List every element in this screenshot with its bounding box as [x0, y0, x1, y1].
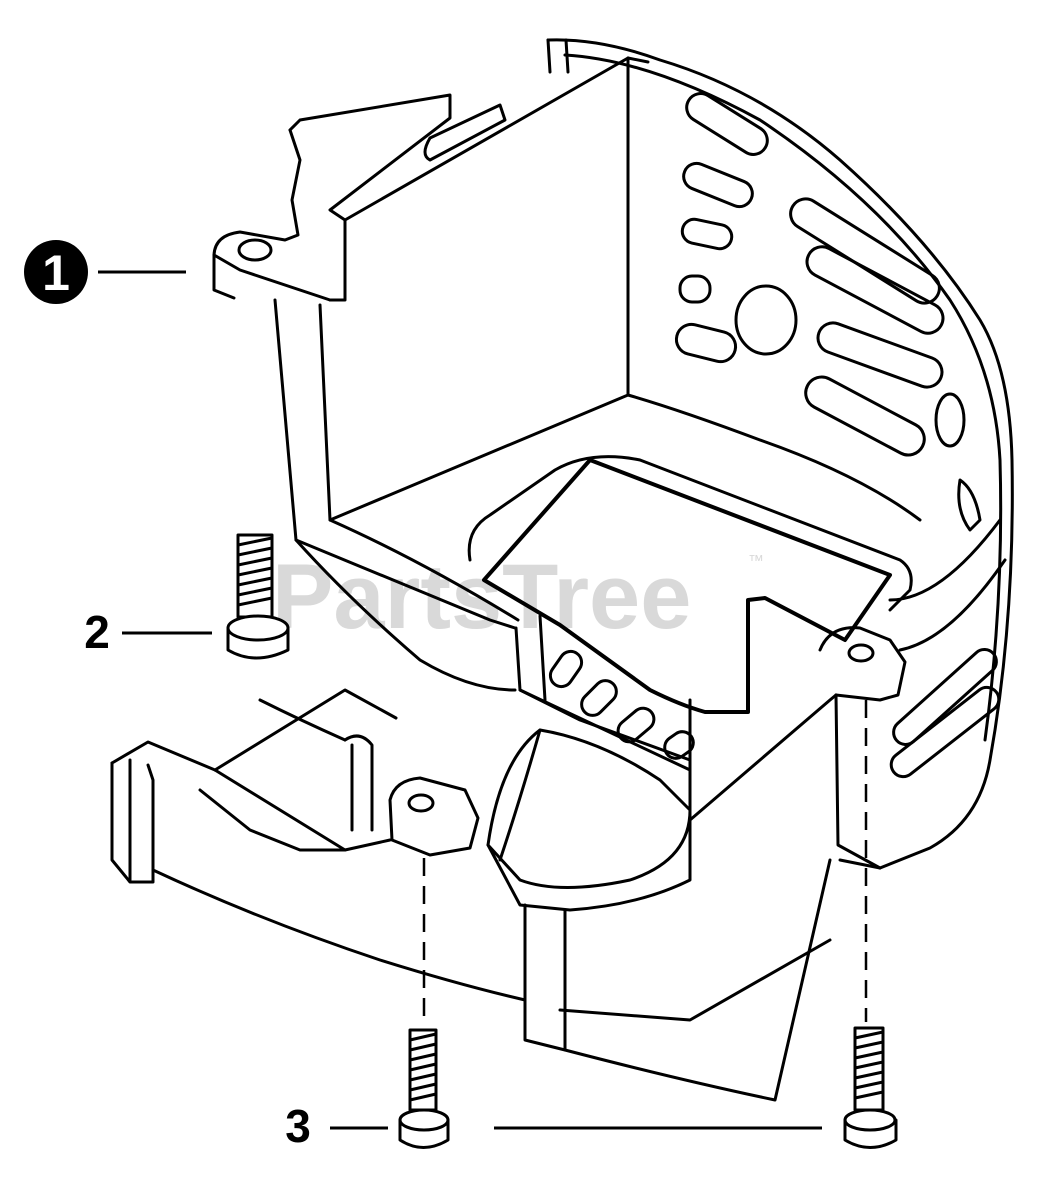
callout-1[interactable]: 1 — [24, 240, 186, 304]
alignment-lines — [422, 700, 868, 1025]
shroud-housing[interactable] — [110, 38, 1014, 1102]
callout-3[interactable]: 3 — [285, 1100, 822, 1152]
callout-1-label: 1 — [42, 245, 70, 301]
callout-3-label: 3 — [285, 1100, 311, 1152]
callout-1-badge — [24, 240, 88, 304]
screw-item-3-left[interactable] — [398, 1028, 450, 1149]
screw-item-2[interactable] — [226, 533, 290, 660]
callout-2[interactable]: 2 — [84, 606, 212, 658]
watermark-trademark: ™ — [748, 553, 764, 570]
callout-2-label: 2 — [84, 606, 110, 658]
screw-item-3-right[interactable] — [843, 1026, 898, 1149]
